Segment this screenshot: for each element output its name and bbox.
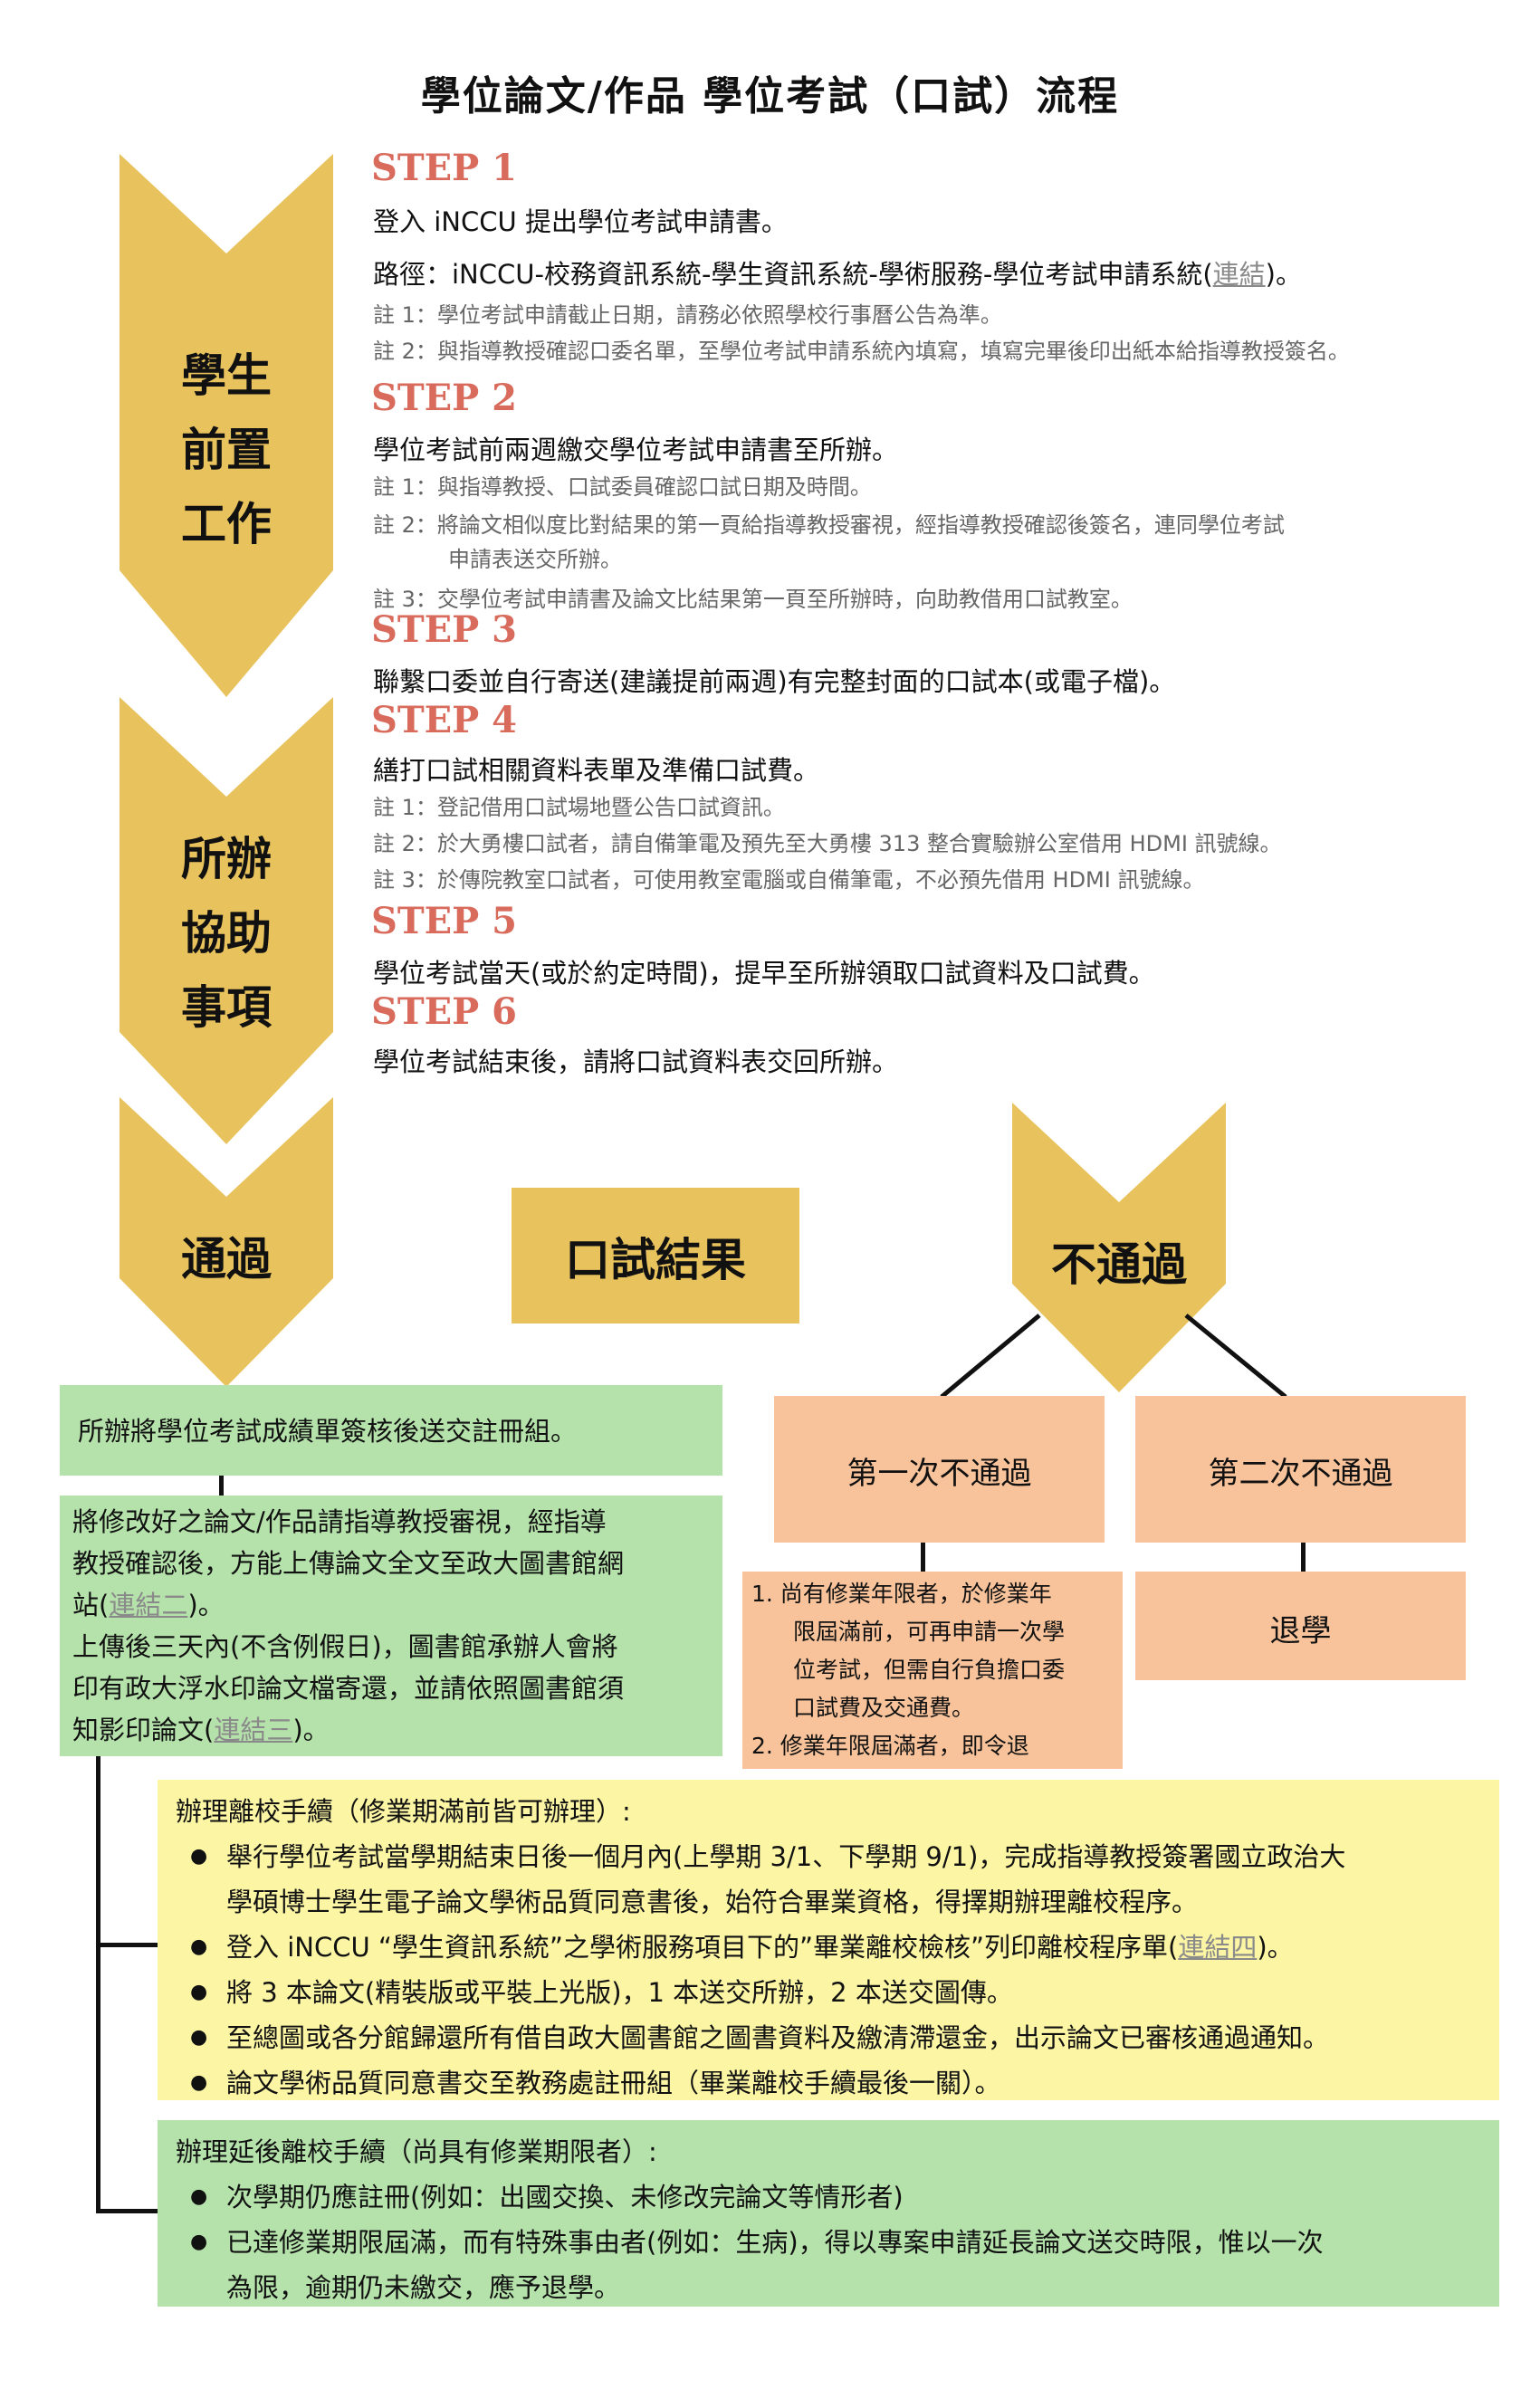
chevron-fail-label: 不通過 — [1051, 1238, 1187, 1291]
delay-bullet-2a: 已達修業期限屆滿，而有特殊事由者(例如：生病)，得以專案申請延長論文送交時限，惟… — [226, 2227, 1324, 2258]
chevron-assist-text-1: 所辦 — [181, 833, 272, 885]
first-fail-box — [774, 1396, 1105, 1543]
chevron-pass-label: 通過 — [181, 1233, 272, 1285]
step2-heading: STEP 2 — [371, 377, 517, 419]
delay-bullet-2b: 為限，逾期仍未繳交，應予退學。 — [226, 2272, 621, 2303]
chevron-pre-text-1: 學生 — [181, 349, 272, 402]
upload-line-2: 教授確認後，方能上傳論文全文至政大圖書館網 — [72, 1548, 625, 1579]
first-fail-note-1a: 1. 尚有修業年限者，於修業年 — [751, 1581, 1052, 1607]
leave-bullet-5: 論文學術品質同意書交至教務處註冊組（畢業離校手續最後一關）。 — [176, 2060, 1485, 2106]
step1-link[interactable]: 連結 — [1212, 259, 1266, 290]
connector-pass-1 — [219, 1476, 224, 1496]
leave-bullet-4: 至總圖或各分館歸還所有借自政大圖書館之圖書資料及繳清滯還金，出示論文已審核通過通… — [176, 2015, 1485, 2060]
delay-bullet-2: 已達修業期限屆滿，而有特殊事由者(例如：生病)，得以專案申請延長論文送交時限，惟… — [176, 2220, 1485, 2310]
page-title: 學位論文/作品 學位考試（口試）流程 — [420, 73, 1120, 119]
first-fail-note-1c: 位考試，但需自行負擔口委 — [793, 1657, 1066, 1683]
leave-bullet-1a: 舉行學位考試當學期結束日後一個月內(上學期 3/1、下學期 9/1)，完成指導教… — [226, 1841, 1346, 1872]
leave-bullet-2: 登入 iNCCU “學生資訊系統”之學術服務項目下的”畢業離校檢核”列印離校程序… — [176, 1925, 1485, 1970]
first-fail-note-1d: 口試費及交通費。 — [793, 1695, 975, 1721]
second-fail-result-label: 退學 — [1269, 1613, 1332, 1649]
link-four[interactable]: 連結四 — [1178, 1932, 1258, 1963]
upload-line-3: 站(連結二)。 — [72, 1584, 708, 1626]
connector-to-delay — [96, 2209, 158, 2213]
second-fail-label: 第二次不通過 — [1208, 1456, 1393, 1492]
second-fail-result-box — [1135, 1572, 1466, 1680]
step6-line1: 學位考試結束後，請將口試資料表交回所辦。 — [373, 1046, 899, 1077]
chevron-fail — [1012, 1103, 1226, 1392]
chevron-student-prework — [120, 154, 333, 697]
first-fail-note-1b: 限屆滿前，可再申請一次學 — [793, 1619, 1066, 1645]
connector-first-fail — [921, 1543, 925, 1572]
first-fail-note-2: 2. 修業年限屆滿者，即令退 — [751, 1733, 1029, 1759]
connector-second-fail — [1301, 1543, 1306, 1572]
second-fail-box — [1135, 1396, 1466, 1543]
step4-line1: 繕打口試相關資料表單及準備口試費。 — [373, 755, 820, 786]
chevron-assist-text-3: 事項 — [181, 981, 272, 1034]
upload-line-3-prefix: 站( — [72, 1590, 110, 1620]
delay-title: 辦理延後離校手續（尚具有修業期限者）: — [176, 2136, 657, 2167]
step1-note1: 註 1：學位考試申請截止日期，請務必依照學校行事曆公告為準。 — [373, 302, 1002, 328]
chevron-assist-text-2: 協助 — [181, 907, 272, 960]
leave-bullet-2-suffix: )。 — [1257, 1932, 1294, 1963]
step1-line1: 登入 iNCCU 提出學位考試申請書。 — [373, 206, 788, 237]
leave-procedures-box: 辦理離校手續（修業期滿前皆可辦理）: 舉行學位考試當學期結束日後一個月內(上學期… — [158, 1780, 1499, 2106]
first-fail-note-box: 1. 尚有修業年限者，於修業年 限屆滿前，可再申請一次學 位考試，但需自行負擔口… — [742, 1572, 1123, 1769]
step2-note2b: 申請表送交所辦。 — [448, 547, 622, 572]
chevron-student-prework-label: 學生 前置 工作 — [120, 339, 333, 561]
link-two[interactable]: 連結二 — [109, 1590, 188, 1620]
step5-heading: STEP 5 — [371, 900, 517, 942]
step1-note2: 註 2：與指導教授確認口委名單，至學位考試申請系統內填寫，填寫完畢後印出紙本給指… — [373, 339, 1350, 364]
chevron-office-assist-label: 所辦 協助 事項 — [120, 822, 333, 1045]
link-three[interactable]: 連結三 — [214, 1715, 293, 1745]
leave-bullet-3: 將 3 本論文(精裝版或平裝上光版)，1 本送交所辦，2 本送交圖傳。 — [176, 1970, 1485, 2015]
step4-note1: 註 1：登記借用口試場地暨公告口試資訊。 — [373, 795, 785, 820]
first-fail-label: 第一次不通過 — [847, 1456, 1032, 1492]
step3-heading: STEP 3 — [371, 608, 517, 651]
upload-line-6: 知影印論文(連結三)。 — [72, 1709, 708, 1751]
leave-bullet-1b: 學碩博士學生電子論文學術品質同意書後，始符合畢業資格，得擇期辦理離校程序。 — [226, 1887, 1199, 1917]
connector-to-leave — [96, 1943, 158, 1947]
upload-line-1: 將修改好之論文/作品請指導教授審視，經指導 — [72, 1506, 607, 1537]
step2-note2a: 註 2：將論文相似度比對結果的第一頁給指導教授審視，經指導教授確認後簽名，連同學… — [373, 512, 1285, 538]
step1-line2-suffix: )。 — [1265, 259, 1302, 290]
pass-box-grade-report: 所辦將學位考試成績單簽核後送交註冊組。 — [60, 1385, 722, 1476]
delay-procedures-box: 辦理延後離校手續（尚具有修業期限者）: 次學期仍應註冊(例如：出國交換、未修改完… — [158, 2120, 1499, 2307]
chevron-pre-text-2: 前置 — [181, 424, 272, 476]
delay-bullet-1: 次學期仍應註冊(例如：出國交換、未修改完論文等情形者) — [176, 2174, 1485, 2220]
exam-result-label: 口試結果 — [565, 1234, 746, 1286]
step2-line1: 學位考試前兩週繳交學位考試申請書至所辦。 — [373, 435, 899, 465]
leave-bullet-1: 舉行學位考試當學期結束日後一個月內(上學期 3/1、下學期 9/1)，完成指導教… — [176, 1834, 1485, 1925]
upload-line-6-suffix: )。 — [292, 1715, 330, 1745]
step1-line2-prefix: 路徑：iNCCU-校務資訊系統-學生資訊系統-學術服務-學位考試申請系統( — [373, 259, 1213, 290]
fail-branch-lines — [940, 1314, 1287, 1399]
step3-line1: 聯繫口委並自行寄送(建議提前兩週)有完整封面的口試本(或電子檔)。 — [373, 666, 1176, 697]
pass-box-grade-report-text: 所辦將學位考試成績單簽核後送交註冊組。 — [78, 1416, 578, 1447]
chevron-pass — [120, 1097, 333, 1387]
step4-note3: 註 3：於傳院教室口試者，可使用教室電腦或自備筆電，不必預先借用 HDMI 訊號… — [373, 867, 1205, 893]
connector-vertical — [96, 1756, 100, 2212]
leave-bullet-2-prefix: 登入 iNCCU “學生資訊系統”之學術服務項目下的”畢業離校檢核”列印離校程序… — [226, 1932, 1179, 1963]
upload-line-3-suffix: )。 — [187, 1590, 225, 1620]
step1-line2: 路徑：iNCCU-校務資訊系統-學生資訊系統-學術服務-學位考試申請系統(連結)… — [373, 253, 1302, 291]
step4-note2: 註 2：於大勇樓口試者，請自備筆電及預先至大勇樓 313 整合實驗辦公室借用 H… — [373, 831, 1282, 856]
step2-note3: 註 3：交學位考試申請書及論文比結果第一頁至所辦時，向助教借用口試教室。 — [373, 587, 1133, 612]
upload-line-6-prefix: 知影印論文( — [72, 1715, 215, 1745]
exam-result-box — [512, 1188, 799, 1324]
upload-line-5: 印有政大浮水印論文檔寄還，並請依照圖書館須 — [72, 1673, 625, 1704]
chevron-pre-text-3: 工作 — [181, 498, 272, 550]
step6-heading: STEP 6 — [371, 990, 517, 1033]
leave-title: 辦理離校手續（修業期滿前皆可辦理）: — [176, 1796, 631, 1827]
step2-note1: 註 1：與指導教授、口試委員確認口試日期及時間。 — [373, 474, 872, 500]
step5-line1: 學位考試當天(或於約定時間)，提早至所辦領取口試資料及口試費。 — [373, 958, 1155, 989]
step1-heading: STEP 1 — [371, 147, 517, 189]
step4-heading: STEP 4 — [371, 699, 517, 741]
pass-box-upload-thesis: 將修改好之論文/作品請指導教授審視，經指導 教授確認後，方能上傳論文全文至政大圖… — [60, 1496, 722, 1756]
chevron-office-assist — [120, 697, 333, 1144]
upload-line-4: 上傳後三天內(不含例假日)，圖書館承辦人會將 — [72, 1631, 618, 1662]
